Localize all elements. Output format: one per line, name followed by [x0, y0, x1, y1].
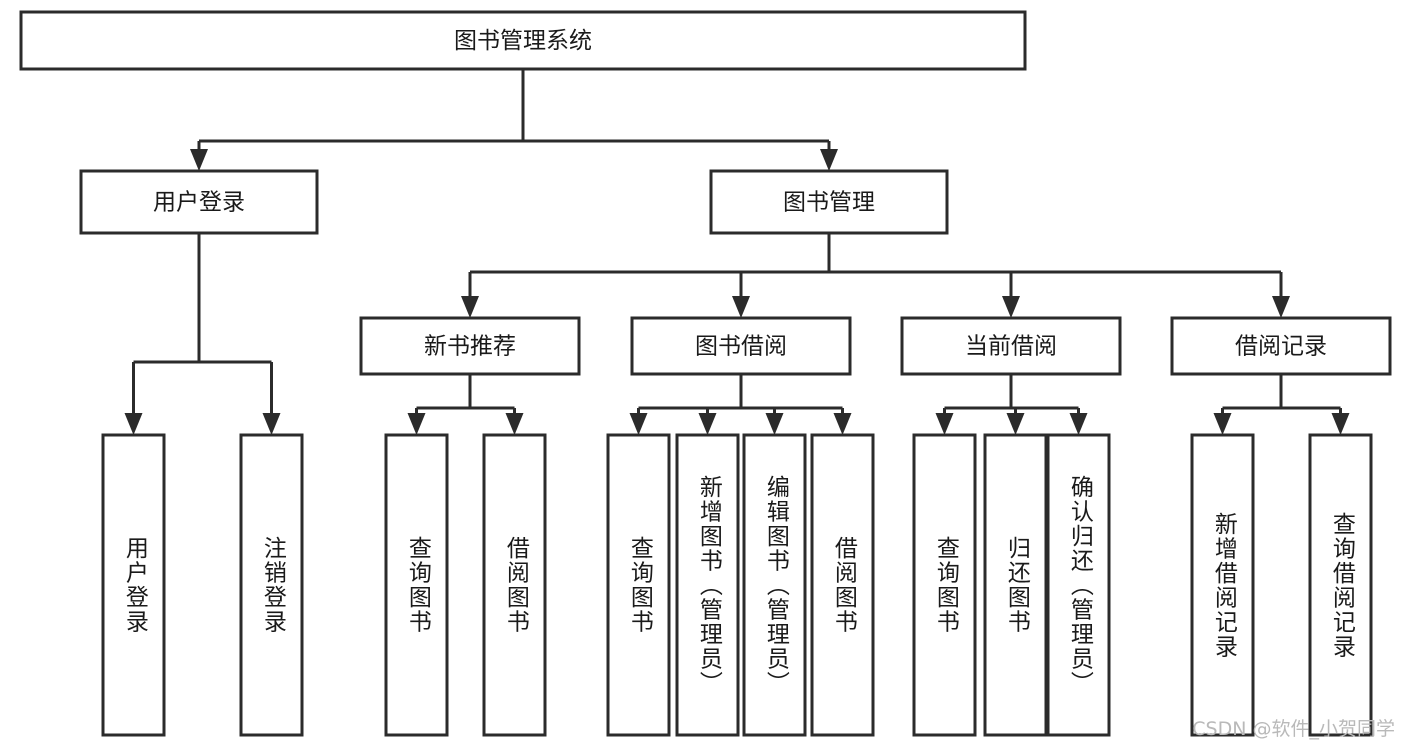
arrow-to-leaf-return-book	[1006, 413, 1025, 435]
boxes-layer	[19, 10, 1392, 737]
arrow-to-book-manage	[820, 149, 838, 171]
node-leaf-query-record[interactable]	[1308, 433, 1373, 737]
node-label-root: 图书管理系统	[454, 28, 592, 54]
arrow-to-leaf-borrow-book-1	[505, 413, 524, 435]
arrow-to-current-borrow	[1002, 296, 1020, 318]
arrow-to-leaf-user-login	[124, 413, 143, 435]
arrow-to-leaf-query-book-3	[935, 413, 954, 435]
node-leaf-add-record[interactable]	[1190, 433, 1255, 737]
node-leaf-borrow-book-2[interactable]	[810, 433, 875, 737]
arrow-to-new-book-recommend	[461, 296, 479, 318]
arrow-to-leaf-add-book	[698, 413, 717, 435]
node-book-borrow[interactable]	[630, 316, 852, 376]
arrow-to-leaf-add-record	[1213, 413, 1232, 435]
arrow-to-user-login	[190, 149, 208, 171]
node-leaf-query-book-3[interactable]	[912, 433, 977, 737]
node-borrow-record[interactable]	[1170, 316, 1392, 376]
node-current-borrow[interactable]	[900, 316, 1122, 376]
node-book-manage[interactable]	[709, 169, 949, 235]
arrow-to-book-borrow	[732, 296, 750, 318]
arrow-to-leaf-logout	[262, 413, 281, 435]
node-label-user-login: 用户登录	[153, 190, 245, 216]
node-leaf-borrow-book-1[interactable]	[482, 433, 547, 737]
node-label-borrow-record: 借阅记录	[1235, 334, 1327, 360]
node-label-current-borrow: 当前借阅	[965, 334, 1057, 360]
arrow-to-leaf-query-book-2	[629, 413, 648, 435]
arrow-to-leaf-confirm-return	[1069, 413, 1088, 435]
arrow-to-leaf-borrow-book-2	[833, 413, 852, 435]
arrow-to-borrow-record	[1272, 296, 1290, 318]
node-leaf-add-book[interactable]	[675, 433, 740, 737]
node-leaf-edit-book[interactable]	[742, 433, 807, 737]
node-leaf-user-login[interactable]	[101, 433, 166, 737]
node-leaf-query-book-2[interactable]	[606, 433, 671, 737]
csdn-watermark: CSDN @软件_小贺同学	[1192, 718, 1395, 740]
arrow-to-leaf-query-record	[1331, 413, 1350, 435]
node-label-new-book-recommend: 新书推荐	[424, 334, 516, 360]
node-root-title[interactable]	[19, 10, 1027, 71]
node-leaf-confirm-return[interactable]	[1046, 433, 1111, 737]
node-user-login[interactable]	[79, 169, 319, 235]
node-label-book-borrow: 图书借阅	[695, 334, 787, 360]
node-leaf-return-book[interactable]	[983, 433, 1048, 737]
node-leaf-logout[interactable]	[239, 433, 304, 737]
connectors-layer	[124, 69, 1350, 435]
node-label-book-manage: 图书管理	[783, 190, 875, 216]
node-new-book-recommend[interactable]	[359, 316, 581, 376]
node-leaf-query-book-1[interactable]	[384, 433, 449, 737]
arrow-to-leaf-query-book-1	[407, 413, 426, 435]
arrow-to-leaf-edit-book	[765, 413, 784, 435]
